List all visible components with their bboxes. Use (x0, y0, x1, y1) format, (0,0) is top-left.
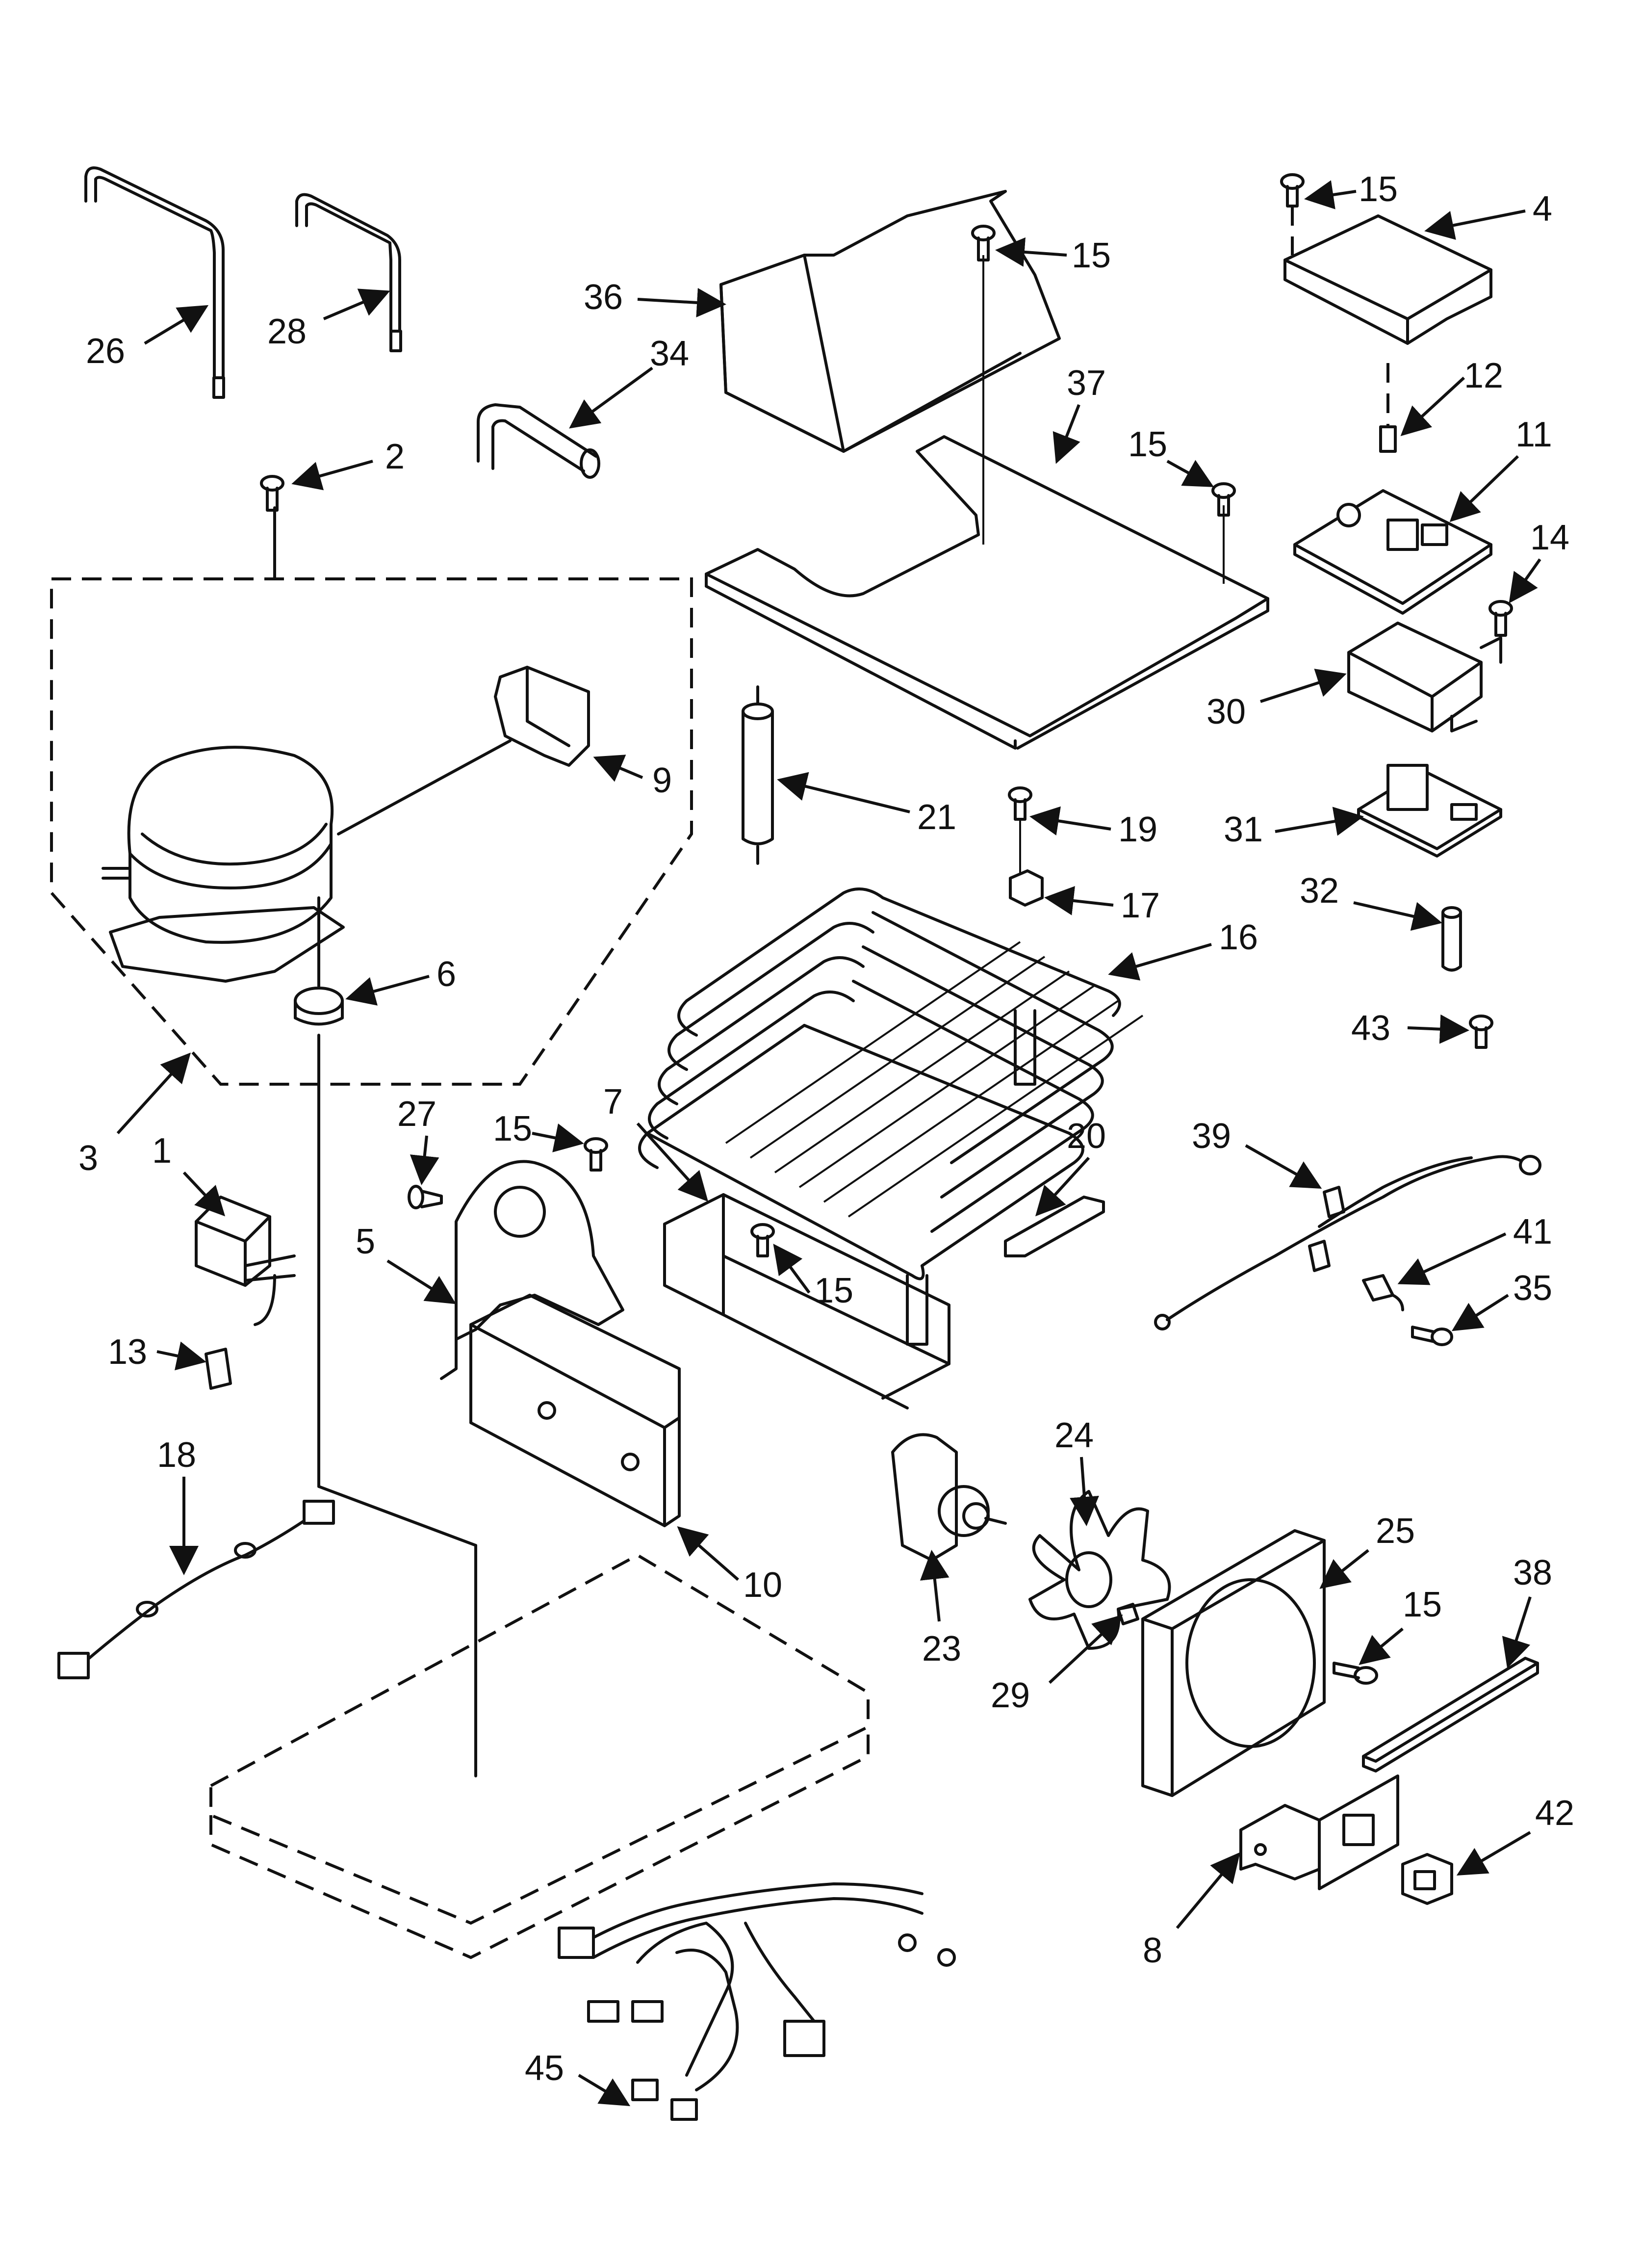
cable-tie-20 (1004, 1196, 1105, 1257)
screw-14 (1488, 600, 1513, 637)
callout-10: 10 (743, 1565, 782, 1605)
callout-43: 43 (1351, 1009, 1390, 1048)
pin-12 (1379, 363, 1397, 453)
callout-14: 14 (1530, 518, 1569, 557)
callout-15-f: 15 (1403, 1585, 1442, 1624)
screw-35 (1411, 1326, 1453, 1346)
callout-42: 42 (1535, 1794, 1574, 1833)
callout-25: 25 (1376, 1512, 1415, 1551)
evaporator-coil-16 (638, 887, 1144, 1346)
tube-28 (295, 193, 402, 352)
callout-28: 28 (267, 312, 307, 351)
compressor-group-outline (50, 577, 693, 1086)
callout-4: 4 (1533, 189, 1552, 229)
wire-harness-45 (558, 1882, 956, 2121)
callout-24: 24 (1054, 1416, 1094, 1455)
callout-34: 34 (650, 334, 689, 373)
callout-30: 30 (1206, 692, 1246, 731)
relay-box-30 (1347, 622, 1502, 732)
callout-45: 45 (525, 2049, 564, 2088)
callout-15-d: 15 (493, 1109, 532, 1148)
callout-15-c: 15 (1128, 425, 1167, 464)
clip-17 (1009, 869, 1044, 907)
callout-39: 39 (1192, 1117, 1231, 1156)
callout-8: 8 (1143, 1931, 1162, 1970)
strip-38 (1362, 1657, 1539, 1773)
bracket-8 (1239, 1774, 1399, 1890)
screw-43 (1469, 1015, 1493, 1049)
floor-plate-outline (209, 1553, 870, 1925)
screw-15-right (1211, 482, 1236, 517)
callout-26: 26 (86, 332, 125, 371)
callout-1: 1 (152, 1131, 172, 1171)
callout-38: 38 (1513, 1553, 1552, 1592)
callout-17: 17 (1121, 886, 1160, 925)
callout-20: 20 (1067, 1117, 1106, 1156)
callout-29: 29 (991, 1676, 1030, 1715)
clip-13 (205, 1348, 232, 1390)
clamp-41 (1362, 1274, 1404, 1311)
cover-36 (719, 190, 1061, 453)
callout-15-e: 15 (814, 1271, 853, 1310)
fan-bracket-5 (440, 1160, 624, 1380)
fan-motor-23 (891, 1433, 1007, 1562)
callout-21: 21 (917, 798, 956, 837)
bracket-10 (469, 1294, 681, 1527)
fan-shroud-25 (1141, 1529, 1326, 1797)
callout-7: 7 (603, 1082, 623, 1121)
callout-3: 3 (78, 1139, 98, 1178)
wire-harness-39 (1154, 1155, 1541, 1330)
callout-37: 37 (1067, 364, 1106, 403)
callout-12: 12 (1464, 356, 1503, 395)
transformer-1 (195, 1196, 296, 1326)
grommet-6 (294, 896, 344, 1026)
fan-blade-24 (1028, 1490, 1171, 1650)
callout-15-b: 15 (1072, 236, 1111, 275)
screw-2 (260, 475, 284, 512)
callout-36: 36 (584, 278, 623, 317)
callout-13: 13 (108, 1332, 147, 1372)
shroud-7 (663, 1193, 950, 1409)
callout-19: 19 (1118, 810, 1157, 849)
callout-5: 5 (356, 1222, 375, 1261)
drier-21 (742, 685, 774, 865)
sensor-32 (1441, 906, 1462, 972)
screw-15-shroud (750, 1223, 775, 1257)
callout-16: 16 (1219, 918, 1258, 957)
screw-27 (408, 1185, 443, 1209)
control-board-11 (1293, 489, 1492, 615)
callout-23: 23 (922, 1629, 961, 1668)
callout-18: 18 (157, 1435, 196, 1475)
screw-15-shroud-25 (1333, 1662, 1378, 1685)
callout-11: 11 (1515, 415, 1552, 454)
screw-15-top (971, 225, 996, 261)
compressor (102, 746, 345, 983)
callout-32: 32 (1300, 871, 1339, 911)
callout-31: 31 (1224, 810, 1263, 849)
callouts: 15 4 36 15 34 37 12 11 26 28 2 15 14 9 3… (78, 170, 1574, 2107)
retainer-29 (1117, 1603, 1139, 1625)
hose-34 (477, 403, 600, 479)
base-plate-37 (705, 255, 1269, 750)
callout-9: 9 (652, 761, 672, 800)
screw-15-bracket (584, 1137, 608, 1172)
harness-18 (57, 1500, 335, 1679)
board-31 (1357, 764, 1502, 858)
callout-2: 2 (385, 437, 405, 476)
switch-42 (1401, 1853, 1453, 1905)
start-relay-9 (337, 666, 590, 835)
callout-27: 27 (397, 1095, 436, 1134)
callout-6: 6 (436, 955, 456, 994)
callout-41: 41 (1513, 1212, 1552, 1251)
callout-35: 35 (1513, 1269, 1552, 1308)
tube-26 (84, 166, 225, 399)
callout-15-a: 15 (1359, 170, 1398, 209)
screw-19 (1008, 786, 1032, 873)
cover-4 (1280, 173, 1492, 345)
